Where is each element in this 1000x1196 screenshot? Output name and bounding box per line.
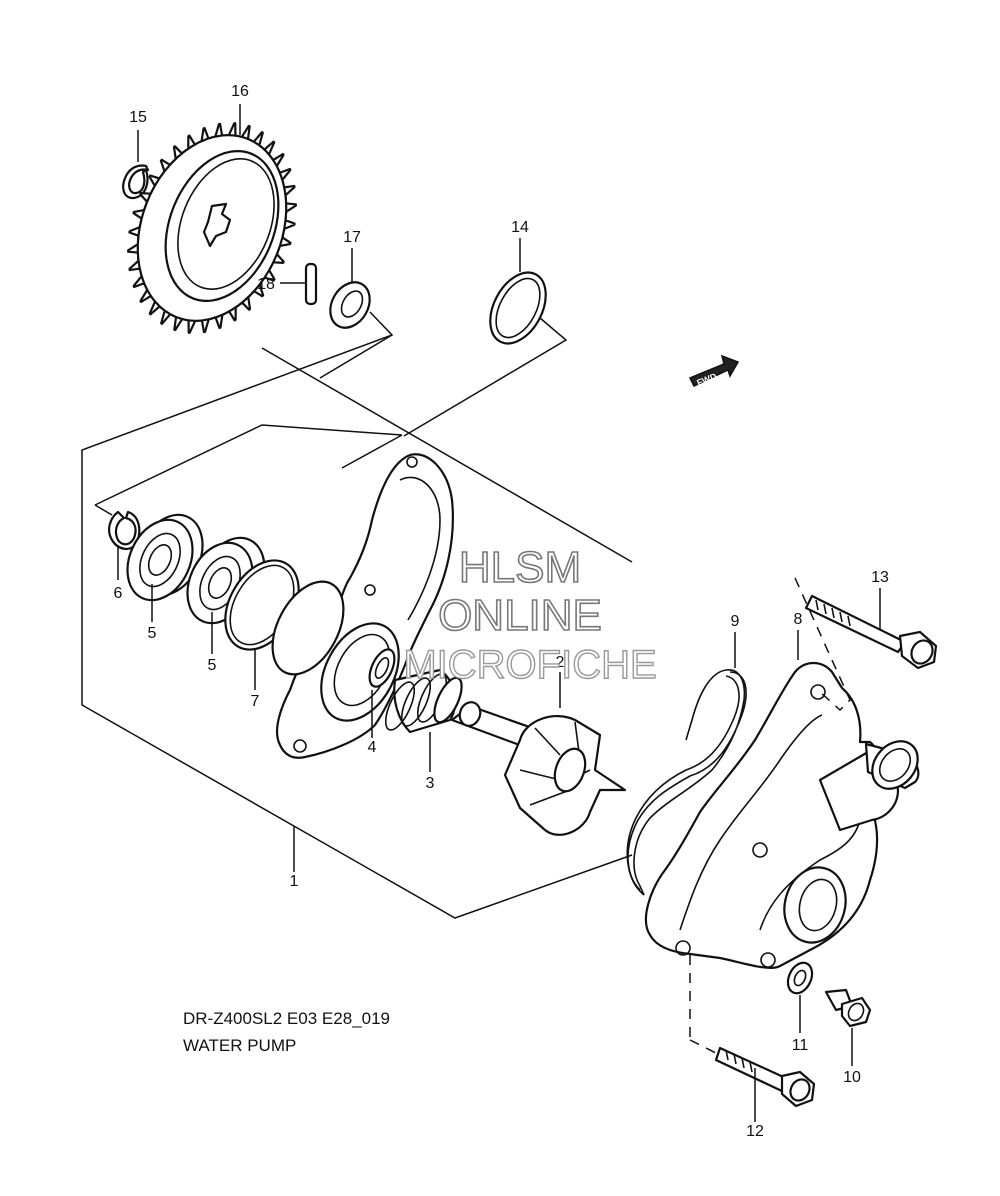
callout-18: 18 [257,276,275,293]
part-5-bearing-a [126,513,204,602]
assembly-frame [81,311,633,919]
callout-11: 11 [792,1037,809,1054]
callout-5b: 5 [208,657,217,674]
part-12-bolt [714,1046,816,1108]
part-10-drain-bolt [824,988,872,1028]
part-18-pin [304,262,318,306]
callout-5a: 5 [148,625,157,642]
callout-numbers: 16 15 17 18 14 6 5 5 7 4 3 2 1 9 8 13 11… [114,83,889,1140]
callout-4: 4 [368,739,377,756]
part-4-oil-seal [368,648,396,688]
callout-8: 8 [794,611,803,628]
part-14-o-ring [489,271,547,345]
forward-arrow-icon: FWD [688,354,740,388]
part-2-impeller [450,701,627,836]
callout-1: 1 [290,873,299,890]
callout-17: 17 [343,229,361,246]
part-8-pump-cover [645,661,920,969]
part-17-washer [329,281,371,329]
watermark-line-3: MICROFICHE [403,643,656,687]
callout-9: 9 [731,613,740,630]
model-code: DR-Z400SL2 E03 E28_019 [183,1009,390,1028]
callout-7: 7 [251,693,260,710]
callout-14: 14 [511,219,529,236]
watermark: HLSM ONLINE MICROFICHE [403,542,658,688]
callout-10: 10 [843,1069,861,1086]
callout-leaders [117,104,881,1122]
callout-3: 3 [426,775,435,792]
callout-2: 2 [556,654,565,671]
part-9-o-ring [626,669,747,896]
watermark-line-2: ONLINE [438,591,602,640]
reference-lines [689,577,851,1056]
fwd-label: FWD [695,371,718,388]
callout-16: 16 [231,83,249,100]
part-15-circlip [122,164,150,200]
callout-12: 12 [746,1123,764,1140]
part-3-mechanical-seal [384,668,463,734]
part-16-pump-drive-gear [127,122,297,334]
diagram-title: WATER PUMP [183,1036,296,1055]
callout-6: 6 [114,585,123,602]
diagram-caption: DR-Z400SL2 E03 E28_019 WATER PUMP [183,1009,390,1055]
part-11-washer [786,961,814,995]
part-1-pump-case [271,453,454,759]
callout-15: 15 [129,109,147,126]
watermark-line-1: HLSM [459,543,581,592]
part-13-bolt [804,594,938,670]
callout-13: 13 [871,569,889,586]
